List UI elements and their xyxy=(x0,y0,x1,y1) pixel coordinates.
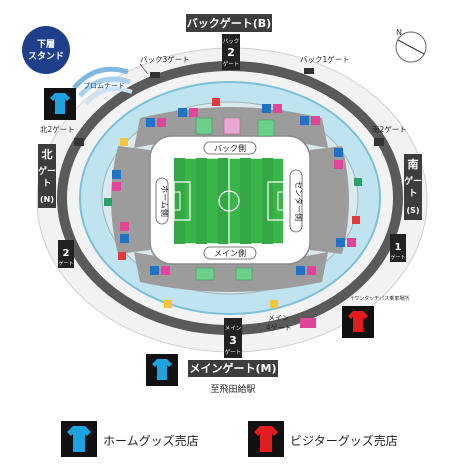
back-gate2-num: 2 xyxy=(227,46,235,59)
back-gate-label: バックゲート(B) xyxy=(187,16,271,30)
kiosk-icon xyxy=(120,138,128,146)
home-shop-marker xyxy=(146,354,178,386)
kiosk-icon xyxy=(354,178,362,186)
north-small-gate-tower xyxy=(58,240,74,268)
home-shirt-icon xyxy=(61,421,97,457)
north2-gate-marker xyxy=(74,138,84,146)
compass-icon: N xyxy=(395,28,427,63)
center-side-label: センター側 xyxy=(294,181,304,221)
south-small-gate-tower xyxy=(390,234,406,262)
toilet-icon xyxy=(334,148,343,169)
back1-gate-marker xyxy=(304,68,314,74)
svg-text:N: N xyxy=(396,28,402,37)
visitor-shop-legend-label: ビジターグッズ売店 xyxy=(290,434,398,448)
south-small-gate-text: ゲート xyxy=(390,254,405,261)
toilet-icon xyxy=(262,104,282,113)
main-gate3-line2: ゲート xyxy=(225,348,242,356)
pitch xyxy=(173,157,285,245)
main4-gate-marker xyxy=(300,318,316,328)
south-gate-line1: 南 xyxy=(408,157,419,171)
main-gate3-line1: メイン xyxy=(225,326,242,332)
main4-gate-line1: メイン xyxy=(268,314,289,322)
visitor-shirt-icon xyxy=(248,421,284,457)
home-side-pill xyxy=(155,177,169,225)
south2-gate-label: 南2ゲート xyxy=(372,124,407,134)
north-gate-line3: ト xyxy=(42,178,51,189)
stand-blocks xyxy=(195,117,275,281)
legend xyxy=(61,421,284,457)
south2-gate-marker xyxy=(374,138,384,146)
north-small-gate-num: 2 xyxy=(63,248,70,259)
kiosk-icon xyxy=(270,300,278,308)
north-gate-line4: (N) xyxy=(40,195,54,204)
facility-icons xyxy=(104,98,362,308)
back-gate-banner xyxy=(186,14,272,32)
kiosk-icon xyxy=(352,216,360,224)
home-side-label: ホーム側 xyxy=(160,185,170,217)
main-side-pill xyxy=(203,246,257,260)
south-small-gate-num: 1 xyxy=(395,242,402,253)
lower-stand-line1: 下層 xyxy=(37,38,55,50)
main-side-label: メイン側 xyxy=(214,248,246,258)
north2-gate-label: 北2ゲート xyxy=(40,125,75,134)
promenade-label: プロムナード xyxy=(83,82,125,90)
main-gate-banner xyxy=(188,360,278,377)
home-stand xyxy=(111,146,150,254)
back-gate2-line1: バック xyxy=(223,38,240,45)
back-gate2-tower xyxy=(222,34,240,70)
promenade xyxy=(72,66,133,106)
north-gate-banner xyxy=(38,144,56,208)
home-shop-marker xyxy=(44,88,76,120)
lower-stand-badge xyxy=(22,26,70,74)
back-side-label: バック側 xyxy=(214,143,246,153)
visitor-shop-marker xyxy=(342,306,374,338)
kiosk-icon xyxy=(212,98,220,106)
home-shop-legend-label: ホームグッズ売店 xyxy=(103,434,199,448)
toilet-icon xyxy=(336,238,356,247)
back1-gate-label: バック1ゲート xyxy=(300,55,350,64)
kiosk-icon xyxy=(164,300,172,308)
toilet-icon xyxy=(178,108,198,117)
toilet-icon xyxy=(300,116,320,125)
south-gate-banner xyxy=(404,154,422,220)
back3-gate-marker xyxy=(150,72,160,78)
north-gate-line1: 北 xyxy=(42,147,53,161)
back-side-pill xyxy=(203,141,257,155)
south-gate-line4: (S) xyxy=(406,206,419,215)
north-gate-line2: ゲー xyxy=(38,165,56,177)
main-gate-label: メインゲート(M) xyxy=(189,361,276,375)
toilet-icon xyxy=(146,118,166,127)
back-gate2-line2: ゲート xyxy=(223,60,240,68)
center-side-pill xyxy=(289,169,303,233)
main4-gate-line2: 4ゲート xyxy=(266,323,291,332)
station-label: 至飛田給駅 xyxy=(210,383,255,395)
main-gate3-num: 3 xyxy=(229,334,237,347)
toilet-icon xyxy=(296,266,316,275)
toilet-icon xyxy=(150,266,170,275)
kiosk-icon xyxy=(118,252,126,260)
bus-note: ↑ワンタッチバス乗車場所 xyxy=(350,295,409,302)
south-gate-line3: ト xyxy=(408,188,417,199)
kiosk-icon xyxy=(104,198,112,206)
toilet-icon xyxy=(112,170,121,191)
north-small-gate-text: ゲート xyxy=(58,260,73,267)
back3-gate-label: バック3ゲート xyxy=(140,55,190,64)
main-gate3-tower xyxy=(224,318,242,358)
toilet-icon xyxy=(120,222,129,243)
lower-stand-line2: スタンド xyxy=(28,50,64,62)
south-gate-line2: ゲー xyxy=(404,175,422,187)
away-stand xyxy=(310,146,349,254)
